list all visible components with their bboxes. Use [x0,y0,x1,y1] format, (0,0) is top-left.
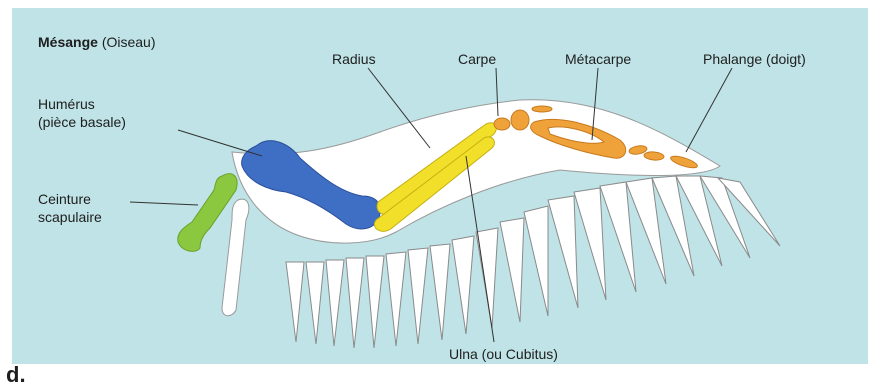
panel-letter: d. [6,362,26,388]
ceinture-bone [178,174,237,252]
diagram-title: Mésange (Oiseau) [38,33,156,51]
label-ulna: Ulna (ou Cubitus) [449,345,558,363]
leader-ceinture [130,202,198,205]
carpe-bone-3 [532,106,552,112]
label-ceinture-line1: Ceinture [38,190,102,208]
label-carpe: Carpe [458,50,496,68]
title-group: (Oiseau) [102,34,156,50]
label-ceinture: Ceinture scapulaire [38,190,102,226]
label-metacarpe: Métacarpe [565,50,631,68]
coracoid-bone [222,199,249,316]
carpe-bone-2 [511,110,529,130]
label-humerus-line1: Humérus [38,95,126,113]
label-phalange: Phalange (doigt) [703,50,806,68]
carpe-bone-1 [494,118,510,130]
leader-humerus [178,130,262,156]
leader-phalange [686,68,732,152]
title-species: Mésange [38,34,98,50]
label-ceinture-line2: scapulaire [38,208,102,226]
label-radius: Radius [332,50,376,68]
label-humerus-line2: (pièce basale) [38,113,126,131]
label-humerus: Humérus (pièce basale) [38,95,126,131]
